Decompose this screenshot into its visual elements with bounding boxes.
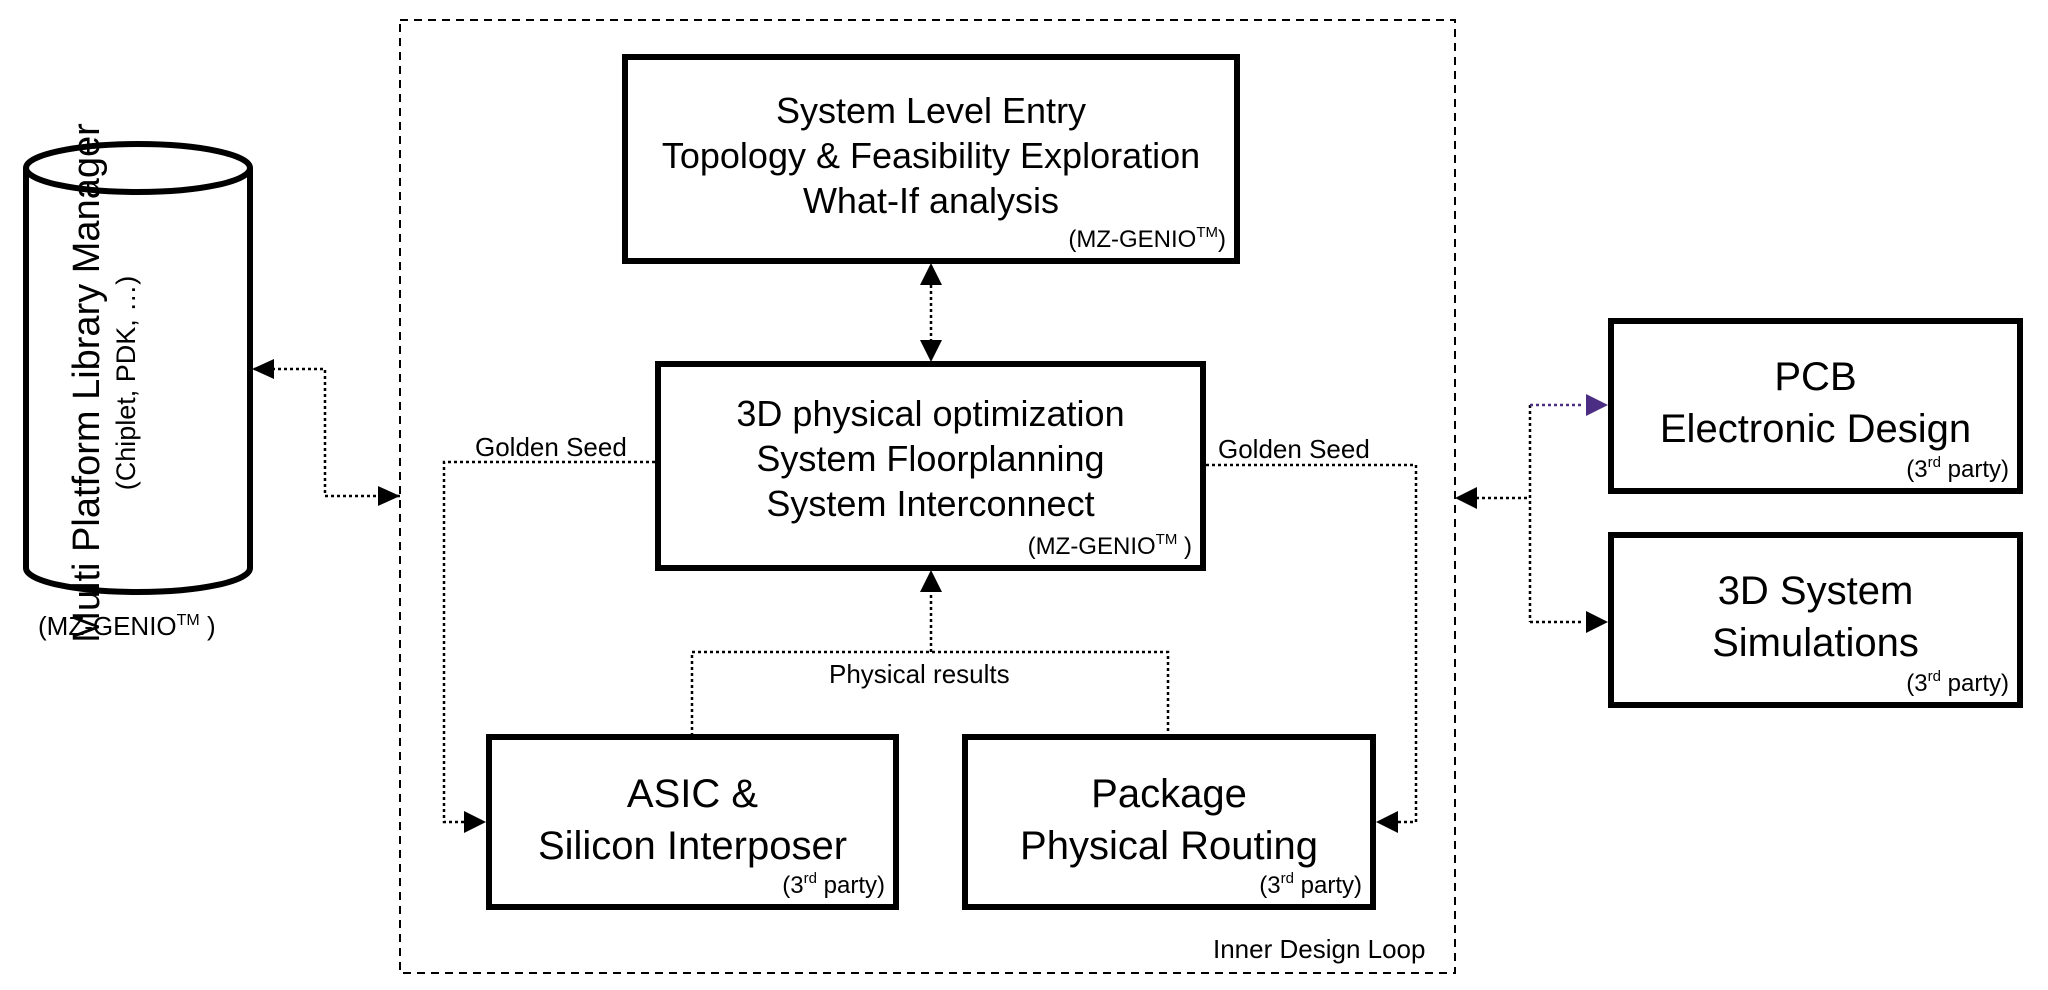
package-line-2: Physical Routing — [1020, 824, 1318, 868]
package-arrowhead — [1376, 811, 1398, 833]
library-manager-title: Multi Platform Library Manager — [66, 123, 108, 643]
opt-top-arrowhead — [920, 340, 942, 362]
inner-loop-right-arrowhead — [1455, 487, 1477, 509]
physical-optimization-box: 3D physical optimization System Floorpla… — [655, 361, 1206, 571]
package-tag: (3rd party) — [1259, 870, 1362, 899]
simulations-tag: (3rd party) — [1906, 668, 2009, 697]
library-manager-tag: (MZ-GENIOTM ) — [38, 611, 216, 641]
inner-design-loop-frame — [399, 19, 1456, 974]
asic-line-1: ASIC & — [626, 772, 759, 816]
simulations-line-2: Simulations — [1712, 621, 1919, 665]
physical-results-connector — [690, 650, 1170, 736]
inner-loop-left-arrowhead — [378, 486, 400, 506]
package-box: Package Physical Routing (3rd party) — [962, 734, 1376, 910]
system-entry-line-1: System Level Entry — [775, 90, 1087, 131]
golden-seed-right-connector — [1206, 463, 1418, 824]
system-entry-box: System Level Entry Topology & Feasibilit… — [622, 54, 1240, 264]
golden-seed-right-label: Golden Seed — [1218, 434, 1370, 464]
asic-tag: (3rd party) — [782, 870, 885, 899]
physical-opt-line-3: System Interconnect — [766, 483, 1095, 524]
asic-line-2: Silicon Interposer — [537, 824, 848, 868]
pcb-box: PCB Electronic Design (3rd party) — [1608, 318, 2023, 494]
library-manager-cylinder — [23, 141, 253, 595]
library-arrowhead — [252, 359, 274, 379]
package-line-1: Package — [1091, 772, 1247, 816]
library-manager-subtitle: (Chiplet, PDK, …) — [111, 275, 141, 491]
simulations-box: 3D System Simulations (3rd party) — [1608, 532, 2023, 708]
pcb-tag: (3rd party) — [1906, 454, 2009, 483]
entry-arrowhead — [920, 263, 942, 285]
physical-opt-line-1: 3D physical optimization — [736, 393, 1125, 434]
physical-results-label: Physical results — [829, 659, 1010, 689]
asic-arrowhead — [464, 811, 486, 833]
pcb-arrowhead — [1586, 394, 1608, 416]
physical-opt-line-2: System Floorplanning — [756, 438, 1105, 479]
inner-design-loop-label: Inner Design Loop — [1213, 934, 1426, 964]
simulations-arrowhead — [1586, 611, 1608, 633]
simulations-line-1: 3D System — [1717, 569, 1914, 613]
library-connector — [254, 367, 400, 498]
system-entry-line-3: What-If analysis — [802, 180, 1060, 221]
opt-bottom-arrowhead — [920, 570, 942, 592]
golden-seed-left-connector — [442, 460, 655, 824]
asic-box: ASIC & Silicon Interposer (3rd party) — [486, 734, 899, 910]
golden-seed-left-label: Golden Seed — [475, 432, 627, 462]
pcb-line-1: PCB — [1774, 355, 1857, 399]
pcb-line-2: Electronic Design — [1659, 407, 1972, 451]
system-entry-line-2: Topology & Feasibility Exploration — [661, 135, 1201, 176]
system-entry-tag: (MZ-GENIOTM) — [1068, 224, 1226, 253]
physical-opt-tag: (MZ-GENIOTM ) — [1027, 531, 1192, 560]
